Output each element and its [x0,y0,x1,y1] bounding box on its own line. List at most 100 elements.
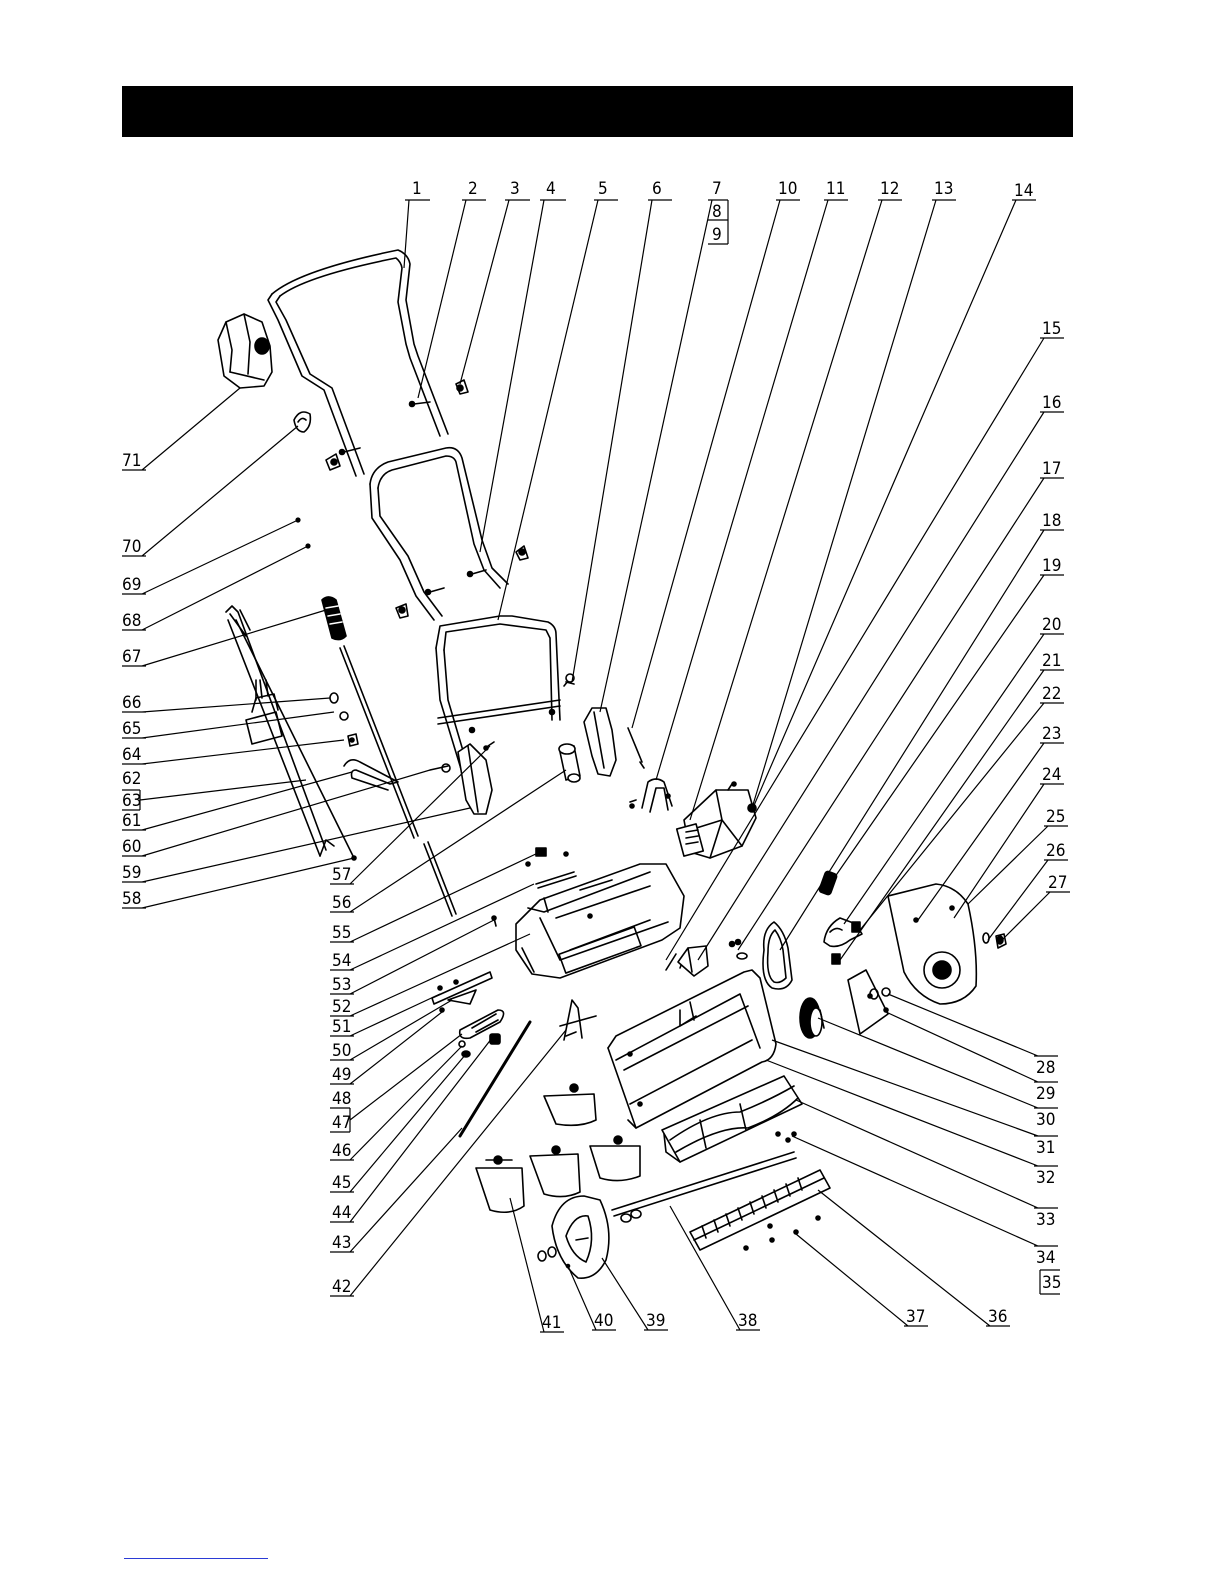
part-side-cover [552,1196,609,1278]
part-upper-handle [268,250,448,476]
part-axle-pin [628,728,644,768]
part-label-41: 41 [542,1313,561,1333]
part-label-69: 69 [122,575,141,595]
part-label-53: 53 [332,975,351,995]
part-label-18: 18 [1042,511,1061,531]
part-label-4: 4 [546,179,556,199]
part-label-46: 46 [332,1141,351,1161]
part-label-68: 68 [122,611,141,631]
part-label-70: 70 [122,537,141,557]
part-label-16: 16 [1042,393,1061,413]
part-label-37: 37 [906,1307,925,1327]
part-label-59: 59 [122,863,141,883]
part-label-36: 36 [988,1307,1007,1327]
part-label-17: 17 [1042,459,1061,479]
part-rear-wheel-left [430,742,494,814]
part-label-71: 71 [122,451,141,471]
part-link-rod [526,848,576,888]
part-label-5: 5 [598,179,608,199]
part-label-35: 35 [1042,1273,1061,1293]
part-label-43: 43 [332,1233,351,1253]
part-chute-deflector [560,1000,596,1040]
part-label-62: 62 [122,769,141,789]
part-label-29: 29 [1036,1084,1055,1104]
part-label-14: 14 [1014,181,1033,201]
part-label-47: 47 [332,1113,351,1133]
part-label-3: 3 [510,179,520,199]
part-auger [662,1076,802,1162]
part-label-49: 49 [332,1065,351,1085]
part-washer-nut [983,933,1006,948]
part-label-13: 13 [934,179,953,199]
part-bushing [559,744,580,782]
part-pulley-bracket [848,970,890,1034]
part-label-32: 32 [1036,1168,1055,1188]
part-label-52: 52 [332,997,351,1017]
part-label-25: 25 [1046,807,1065,827]
part-nuts [459,1041,470,1057]
part-label-11: 11 [826,179,845,199]
part-label-2: 2 [468,179,478,199]
part-label-31: 31 [1036,1138,1055,1158]
part-label-57: 57 [332,865,351,885]
part-label-39: 39 [646,1311,665,1331]
part-label-30: 30 [1036,1110,1055,1130]
part-label-33: 33 [1036,1210,1055,1230]
part-adjust-knobs [330,693,358,746]
part-label-15: 15 [1042,319,1061,339]
part-label-67: 67 [122,647,141,667]
part-label-21: 21 [1042,651,1061,671]
part-auger-paddles [476,1084,640,1212]
part-label-61: 61 [122,811,141,831]
part-label-42: 42 [332,1277,351,1297]
part-label-65: 65 [122,719,141,739]
part-label-22: 22 [1042,684,1061,704]
part-label-12: 12 [880,179,899,199]
part-label-7: 7 [712,179,722,199]
part-pins [296,518,310,548]
part-motor [677,782,756,858]
part-rear-wheel-right [584,708,616,776]
part-label-6: 6 [652,179,662,199]
part-label-23: 23 [1042,724,1061,744]
part-label-19: 19 [1042,556,1061,576]
part-label-45: 45 [332,1173,351,1193]
part-label-56: 56 [332,893,351,913]
part-label-58: 58 [122,889,141,909]
part-cable-clip [294,412,310,432]
part-label-38: 38 [738,1311,757,1331]
part-label-1: 1 [412,179,422,199]
part-label-27: 27 [1048,873,1067,893]
part-handle-knob [326,380,528,618]
footer-rule [124,1558,268,1559]
part-label-8: 8 [712,202,722,222]
part-grip [322,597,346,640]
part-belt-tensioner [824,918,862,964]
part-drive-belt [763,922,792,989]
part-label-26: 26 [1046,841,1065,861]
part-belt-cover [888,884,976,1004]
part-label-60: 60 [122,837,141,857]
part-label-44: 44 [332,1203,351,1223]
part-label-28: 28 [1036,1058,1055,1078]
part-label-50: 50 [332,1041,351,1061]
part-label-9: 9 [712,225,722,245]
part-label-51: 51 [332,1017,351,1037]
part-label-10: 10 [778,179,797,199]
part-bracket [630,779,672,812]
part-label-48: 48 [332,1089,351,1109]
part-label-66: 66 [122,693,141,713]
part-label-40: 40 [594,1311,613,1331]
part-label-64: 64 [122,745,141,765]
part-label-20: 20 [1042,615,1061,635]
part-label-24: 24 [1042,765,1061,785]
part-lower-handle [436,616,560,796]
part-label-54: 54 [332,951,351,971]
part-label-55: 55 [332,923,351,943]
part-driven-pulley [800,998,824,1038]
part-scraper-bar [690,1170,830,1250]
part-main-housing [516,864,684,978]
part-control-cable [226,606,356,860]
part-engine-cover [218,314,272,388]
